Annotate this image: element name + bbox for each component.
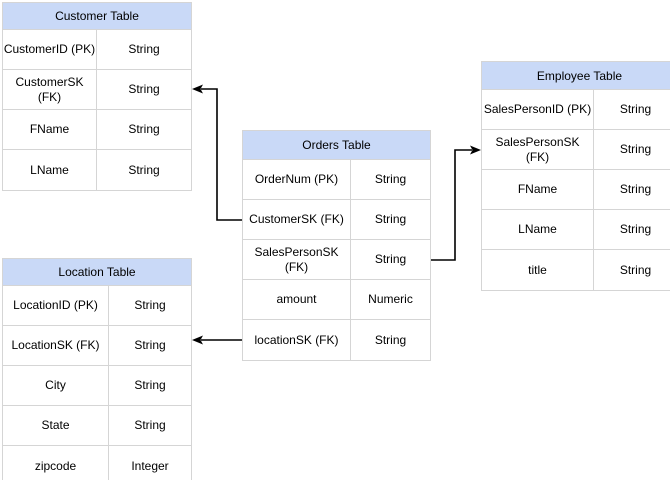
table-row[interactable]: SalesPersonSK (FK) String <box>243 240 430 280</box>
table-row[interactable]: LName String <box>482 210 670 250</box>
field-name-cell[interactable]: FName <box>3 110 97 149</box>
field-type-cell[interactable]: Integer <box>131 458 169 473</box>
field-type-cell[interactable]: String <box>128 42 160 56</box>
field-name-cell[interactable]: OrderNum (PK) <box>243 160 351 199</box>
field-type-cell[interactable]: String <box>374 172 407 186</box>
field-name-cell[interactable]: CustomerSK (FK) <box>243 200 351 239</box>
field-name-cell[interactable]: locationSK (FK) <box>243 320 351 360</box>
field-name-cell[interactable]: State <box>3 406 109 445</box>
field-name-cell[interactable]: SalesPersonSK (FK) <box>243 240 351 279</box>
field-type-cell[interactable]: String <box>128 122 160 136</box>
field-type-cell[interactable]: String <box>619 262 652 277</box>
table-row[interactable]: amount Numeric <box>243 280 430 320</box>
connector-orders-to-location[interactable] <box>192 335 242 345</box>
field-type-cell[interactable]: String <box>619 102 652 116</box>
table-row[interactable]: CustomerID (PK) String <box>3 30 191 70</box>
field-type-cell[interactable]: String <box>128 82 160 96</box>
table-row[interactable]: locationSK (FK) String <box>243 320 430 360</box>
table-row[interactable]: LocationID (PK) String <box>3 286 191 326</box>
table-row[interactable]: title String <box>482 250 670 290</box>
connector-orders-to-customer[interactable] <box>192 84 242 221</box>
field-name-cell[interactable]: LocationSK (FK) <box>3 326 109 365</box>
field-type-cell[interactable]: String <box>619 142 652 156</box>
field-type-cell[interactable]: String <box>134 338 166 352</box>
table-row[interactable]: City String <box>3 366 191 406</box>
table-row[interactable]: SalesPersonID (PK) String <box>482 90 670 130</box>
table-row[interactable]: LName String <box>3 150 191 190</box>
field-type-cell[interactable]: String <box>128 162 160 177</box>
location-table[interactable]: Location Table LocationID (PK) String Lo… <box>2 258 192 480</box>
field-name-cell[interactable]: FName <box>482 170 594 209</box>
field-type-cell[interactable]: String <box>619 222 652 236</box>
customer-table-header[interactable]: Customer Table <box>3 3 191 30</box>
table-row[interactable]: FName String <box>3 110 191 150</box>
field-type-cell[interactable]: String <box>374 212 407 226</box>
field-name-cell[interactable]: CustomerSK (FK) <box>3 70 97 109</box>
table-row[interactable]: FName String <box>482 170 670 210</box>
table-row[interactable]: State String <box>3 406 191 446</box>
connector-orders-to-employee[interactable] <box>431 145 481 261</box>
field-name-cell[interactable]: SalesPersonID (PK) <box>482 90 594 129</box>
field-name-cell[interactable]: zipcode <box>3 446 109 480</box>
field-type-cell[interactable]: String <box>619 182 652 196</box>
field-name-cell[interactable]: LName <box>3 150 97 190</box>
table-row[interactable]: CustomerSK (FK) String <box>243 200 430 240</box>
field-name-cell[interactable]: City <box>3 366 109 405</box>
field-name-cell[interactable]: LocationID (PK) <box>3 286 109 325</box>
field-type-cell[interactable]: String <box>134 378 166 392</box>
employee-table[interactable]: Employee Table SalesPersonID (PK) String… <box>481 61 670 291</box>
orders-table[interactable]: Orders Table OrderNum (PK) String Custom… <box>242 130 431 361</box>
field-type-cell[interactable]: String <box>134 418 166 432</box>
employee-table-header[interactable]: Employee Table <box>482 62 670 90</box>
field-name-cell[interactable]: SalesPersonSK (FK) <box>482 130 594 169</box>
arrowhead-left-icon <box>192 84 203 94</box>
field-name-cell[interactable]: CustomerID (PK) <box>3 30 97 69</box>
table-row[interactable]: SalesPersonSK (FK) String <box>482 130 670 170</box>
field-type-cell[interactable]: Numeric <box>368 292 413 306</box>
field-name-cell[interactable]: title <box>482 250 594 290</box>
table-row[interactable]: LocationSK (FK) String <box>3 326 191 366</box>
location-table-header[interactable]: Location Table <box>3 259 191 286</box>
field-name-cell[interactable]: LName <box>482 210 594 249</box>
table-row[interactable]: CustomerSK (FK) String <box>3 70 191 110</box>
table-row[interactable]: OrderNum (PK) String <box>243 160 430 200</box>
table-row[interactable]: zipcode Integer <box>3 446 191 480</box>
customer-table[interactable]: Customer Table CustomerID (PK) String Cu… <box>2 2 192 191</box>
arrowhead-right-icon <box>470 145 481 155</box>
field-type-cell[interactable]: String <box>374 252 407 266</box>
field-type-cell[interactable]: String <box>374 332 407 347</box>
field-type-cell[interactable]: String <box>134 298 166 312</box>
field-name-cell[interactable]: amount <box>243 280 351 319</box>
arrowhead-left-icon <box>192 335 203 345</box>
orders-table-header[interactable]: Orders Table <box>243 131 430 160</box>
